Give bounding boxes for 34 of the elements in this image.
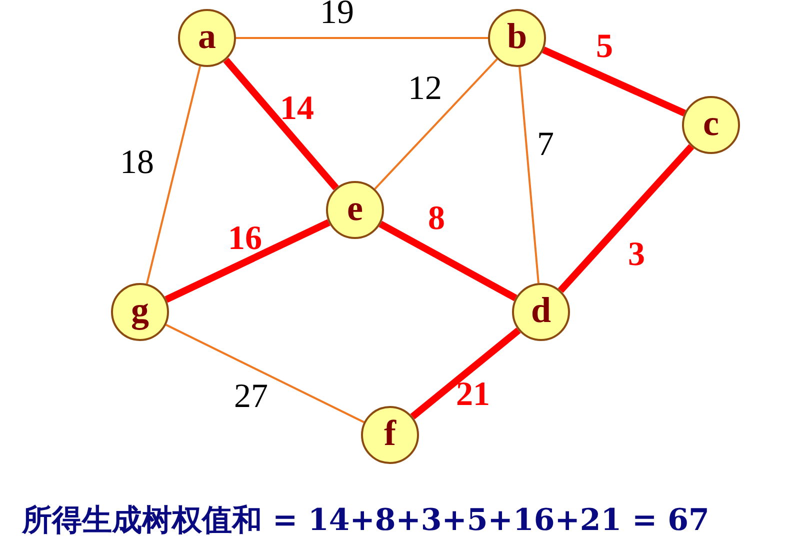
- edge-label: 16: [228, 222, 262, 256]
- highlighted-edge: [223, 58, 339, 190]
- vertex-circle: [512, 283, 570, 341]
- vertex-label: d: [530, 292, 552, 328]
- edge-label: 7: [537, 128, 554, 162]
- edge-label: 18: [120, 146, 154, 180]
- edge-label: 3: [628, 238, 645, 272]
- highlighted-edge: [378, 220, 518, 302]
- edge-label: 14: [280, 92, 314, 126]
- vertex-label: e: [347, 190, 363, 226]
- edge-line: [236, 37, 488, 39]
- caption: 所得生成树权值和 = 14+8+3+5+16+21 = 67: [22, 502, 710, 540]
- vertex-circle: [361, 406, 419, 464]
- highlighted-edge: [164, 219, 330, 303]
- highlighted-edge: [542, 46, 686, 116]
- edge-label: 21: [456, 378, 490, 412]
- edge-label: 12: [408, 72, 442, 106]
- edge-line: [166, 324, 364, 424]
- edge-label: 19: [320, 0, 354, 30]
- edge-line: [518, 66, 540, 284]
- highlighted-edge: [410, 328, 521, 420]
- edge-label: 5: [596, 30, 613, 64]
- edge-line: [146, 66, 202, 284]
- vertex-circle: [488, 9, 546, 67]
- vertex-label: g: [131, 292, 149, 328]
- vertex-label: f: [384, 415, 396, 451]
- vertex-circle: [326, 181, 384, 239]
- highlighted-edge: [558, 144, 694, 293]
- edge-label: 8: [428, 202, 445, 236]
- vertex-label: c: [703, 105, 719, 141]
- vertex-label: b: [506, 18, 528, 54]
- edge-label: 27: [234, 380, 268, 414]
- edge-line: [374, 58, 498, 190]
- vertex-label: a: [198, 18, 216, 54]
